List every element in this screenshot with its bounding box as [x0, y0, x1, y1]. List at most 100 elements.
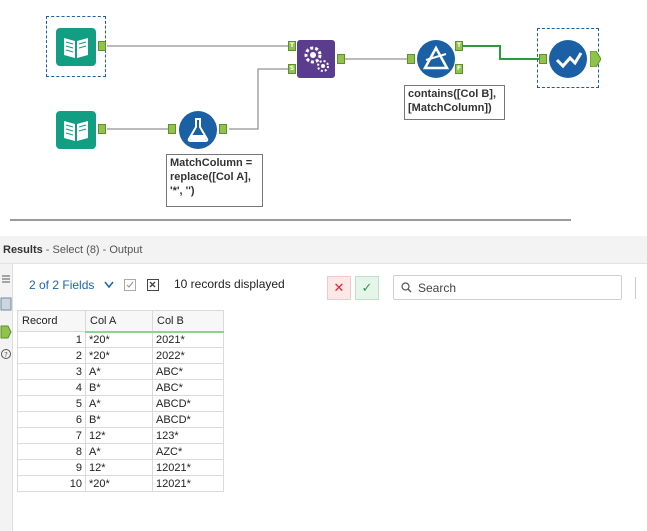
join-target-anchor[interactable]: T	[288, 41, 296, 51]
col-a-cell[interactable]: 12*	[85, 427, 153, 444]
filter-triangle-icon	[417, 40, 455, 78]
record-cell: 4	[17, 379, 86, 396]
select-input-anchor[interactable]	[539, 54, 547, 64]
col-b-cell[interactable]: ABCD*	[152, 395, 224, 412]
filter-false-anchor[interactable]: F	[455, 64, 463, 74]
records-count: 10 records displayed	[174, 277, 285, 291]
formula-input-anchor[interactable]	[168, 124, 176, 134]
output-anchor-icon[interactable]	[0, 325, 12, 339]
record-cell: 6	[17, 411, 86, 428]
col-a-cell[interactable]: *20*	[85, 347, 153, 364]
svg-text:?: ?	[4, 351, 8, 359]
input-data-tool-1[interactable]	[56, 28, 96, 66]
col-b-cell[interactable]: 123*	[152, 427, 224, 444]
filter-tool[interactable]	[416, 39, 456, 79]
record-cell: 2	[17, 347, 86, 364]
search-icon	[401, 282, 412, 293]
join-gears-icon	[297, 40, 335, 78]
select-output-anchor[interactable]	[589, 50, 602, 68]
input-data-tool-2[interactable]	[56, 111, 96, 149]
search-input[interactable]: Search	[393, 275, 622, 300]
results-grid: Record Col A Col B 1*20*2021* 2*20*2022*…	[13, 310, 647, 531]
col-a-cell[interactable]: A*	[85, 363, 153, 380]
filter-true-anchor[interactable]: T	[455, 41, 463, 51]
select-check-icon	[549, 40, 587, 78]
col-b-cell[interactable]: 2022*	[152, 347, 224, 364]
formula-tool[interactable]	[178, 110, 218, 150]
header-col-a[interactable]: Col A	[85, 310, 153, 333]
col-b-cell[interactable]: 2021*	[152, 331, 224, 348]
side-strip-icons: ?	[0, 275, 12, 359]
results-toolbar: 2 of 2 Fields 10 records displayed ✕ ✓ S…	[13, 264, 647, 310]
cancel-button[interactable]: ✕	[327, 276, 351, 300]
join-tool[interactable]	[297, 40, 335, 78]
formula-annotation-line-3: '*', '')	[170, 185, 195, 197]
col-a-cell[interactable]: A*	[85, 443, 153, 460]
close-icon: ✕	[333, 280, 345, 295]
select-tool[interactable]	[548, 39, 588, 79]
output-anchor-arrow-icon	[589, 50, 602, 68]
metadata-icon[interactable]	[0, 297, 12, 311]
filter-annotation-line-2: [MatchColumn])	[408, 102, 492, 114]
col-b-cell[interactable]: ABC*	[152, 379, 224, 396]
col-b-cell[interactable]: ABCD*	[152, 411, 224, 428]
col-b-cell[interactable]: 12021*	[152, 475, 224, 492]
check-icon: ✓	[361, 280, 373, 295]
results-title: Results	[3, 244, 43, 256]
fields-dropdown[interactable]: 2 of 2 Fields	[29, 278, 114, 292]
workflow-canvas[interactable]: T S MatchColumn = replace([Col A], '*', …	[0, 0, 647, 214]
formula-output-anchor[interactable]	[219, 124, 227, 134]
header-record[interactable]: Record	[17, 310, 86, 332]
checkbox-toggle-icon[interactable]	[124, 279, 136, 291]
col-a-cell[interactable]: B*	[85, 411, 153, 428]
chevron-down-icon	[104, 281, 114, 289]
results-subtitle: - Select (8) - Output	[42, 244, 143, 256]
input-1-output-anchor[interactable]	[98, 41, 106, 51]
join-output-anchor[interactable]	[337, 54, 345, 64]
record-cell: 1	[17, 331, 86, 348]
table-row[interactable]: 1*20*2021*	[17, 331, 224, 348]
col-a-cell[interactable]: 12*	[85, 459, 153, 476]
apply-button[interactable]: ✓	[355, 276, 379, 300]
panel-splitter[interactable]	[0, 214, 647, 229]
filter-input-anchor[interactable]	[407, 54, 415, 64]
record-cell: 9	[17, 459, 86, 476]
results-table: Record Col A Col B 1*20*2021* 2*20*2022*…	[17, 310, 224, 492]
help-icon[interactable]	[1, 349, 11, 359]
col-b-cell[interactable]: ABC*	[152, 363, 224, 380]
deselect-all-icon[interactable]	[147, 279, 159, 291]
col-b-cell[interactable]: AZC*	[152, 443, 224, 460]
col-a-cell[interactable]: A*	[85, 395, 153, 412]
toolbar-divider	[635, 277, 636, 299]
col-a-cell[interactable]: *20*	[85, 475, 153, 492]
record-cell: 10	[17, 475, 86, 492]
filter-annotation-line-1: contains([Col B],	[408, 88, 496, 100]
join-source-anchor[interactable]: S	[288, 64, 296, 74]
col-a-cell[interactable]: B*	[85, 379, 153, 396]
filter-annotation: contains([Col B], [MatchColumn])	[404, 85, 505, 120]
record-cell: 3	[17, 363, 86, 380]
formula-annotation-line-1: MatchColumn =	[170, 157, 253, 169]
input-2-output-anchor[interactable]	[98, 124, 106, 134]
menu-icon[interactable]	[2, 275, 10, 283]
search-placeholder: Search	[418, 281, 457, 295]
col-a-cell[interactable]: *20*	[85, 331, 153, 348]
results-side-strip: ?	[0, 264, 13, 531]
formula-annotation: MatchColumn = replace([Col A], '*', '')	[166, 154, 263, 207]
record-cell: 7	[17, 427, 86, 444]
input-book-icon	[56, 28, 96, 66]
record-cell: 8	[17, 443, 86, 460]
header-col-b[interactable]: Col B	[152, 310, 224, 333]
formula-annotation-line-2: replace([Col A],	[170, 171, 251, 183]
table-row[interactable]: 2*20*2022*	[17, 347, 224, 364]
table-row[interactable]: 10*20*12021*	[17, 475, 224, 492]
input-book-icon	[56, 111, 96, 149]
col-b-cell[interactable]: 12021*	[152, 459, 224, 476]
